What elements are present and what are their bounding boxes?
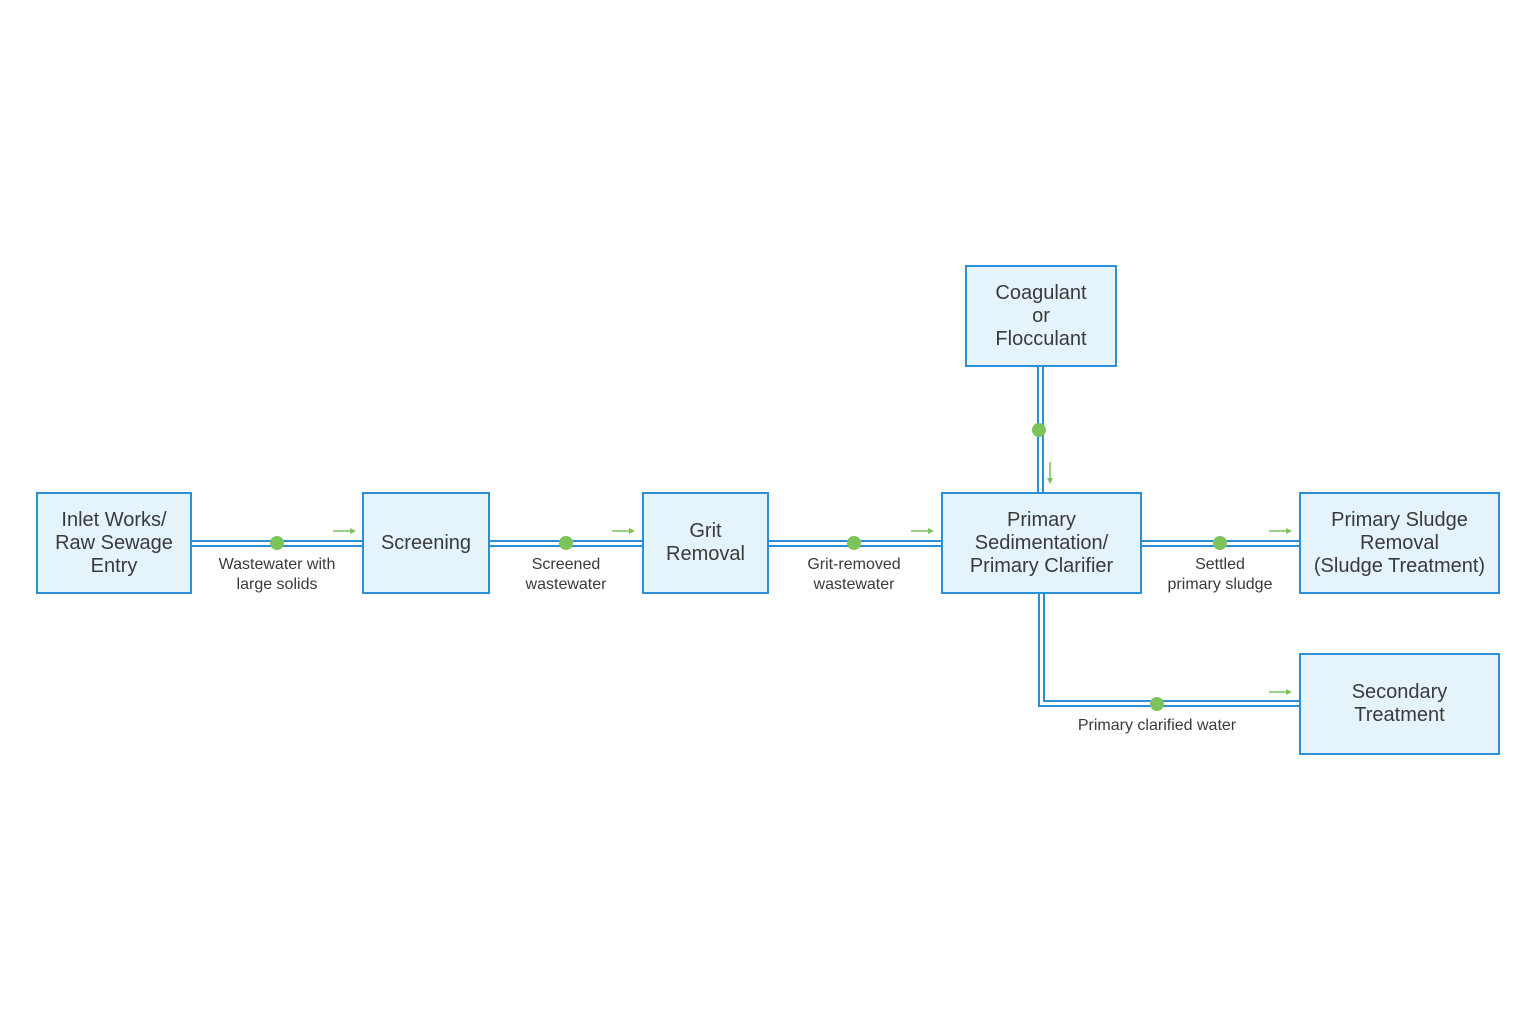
node-label: Inlet Works/ Raw Sewage Entry — [55, 508, 173, 577]
node-screening: Screening — [362, 492, 490, 594]
junction-dot-icon — [847, 536, 861, 550]
node-primary-clarifier: Primary Sedimentation/ Primary Clarifier — [941, 492, 1142, 594]
flow-label-primary-to-secondary: Primary clarified water — [1077, 717, 1237, 734]
flow-label-grit-to-primary: Grit-removed wastewater — [807, 556, 901, 593]
node-inlet-works: Inlet Works/ Raw Sewage Entry — [36, 492, 192, 594]
junction-dot-icon — [1032, 423, 1046, 437]
connector-primary-to-sludge — [1141, 528, 1300, 550]
junction-dot-icon — [559, 536, 573, 550]
node-secondary-treatment: Secondary Treatment — [1299, 653, 1500, 755]
node-coagulant: Coagulant or Flocculant — [965, 265, 1117, 367]
node-label: Secondary Treatment — [1351, 681, 1448, 726]
connector-primary-to-secondary — [1038, 593, 1300, 711]
flow-label-inlet-to-screening: Wastewater with large solids — [218, 556, 336, 593]
flow-label-primary-to-sludge: Settled primary sludge — [1167, 556, 1273, 593]
node-label: Grit Removal — [666, 520, 745, 565]
node-grit-removal: Grit Removal — [642, 492, 769, 594]
node-label: Coagulant or Flocculant — [995, 281, 1087, 350]
node-label: Primary Sedimentation/ Primary Clarifier — [969, 508, 1114, 577]
connector-inlet-to-screening — [191, 528, 363, 550]
flow-label-screening-to-grit: Screened wastewater — [525, 556, 607, 593]
right-arrow-icon — [1269, 528, 1292, 534]
junction-dot-icon — [270, 536, 284, 550]
right-arrow-icon — [333, 528, 356, 534]
down-arrow-icon — [1047, 462, 1053, 484]
junction-dot-icon — [1150, 697, 1164, 711]
right-arrow-icon — [1269, 689, 1292, 695]
node-label: Screening — [380, 531, 472, 554]
connector-screening-to-grit — [489, 528, 643, 550]
node-label: Primary Sludge Removal (Sludge Treatment… — [1313, 508, 1486, 577]
node-sludge-removal: Primary Sludge Removal (Sludge Treatment… — [1299, 492, 1500, 594]
right-arrow-icon — [911, 528, 934, 534]
connector-coagulant-to-primary — [1032, 366, 1053, 493]
right-arrow-icon — [612, 528, 635, 534]
junction-dot-icon — [1213, 536, 1227, 550]
connector-grit-to-primary — [768, 528, 942, 550]
